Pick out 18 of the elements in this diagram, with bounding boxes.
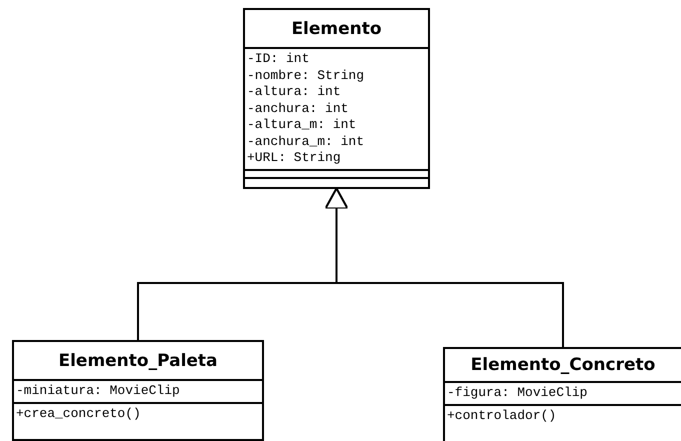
- attribute: -figura: MovieClip: [447, 385, 588, 402]
- class-box: [12, 340, 264, 441]
- class-name: Elemento: [290, 18, 383, 40]
- attribute: -anchura: int: [247, 100, 350, 117]
- class-box: [243, 8, 430, 188]
- class-name: Elemento_Concreto: [470, 354, 656, 377]
- attribute: -anchura_m: int: [247, 134, 366, 150]
- method: +crea_concreto(): [16, 406, 142, 422]
- class-box: [443, 347, 681, 441]
- attribute: +URL: String: [247, 150, 342, 166]
- attribute: -nombre: String: [247, 68, 366, 84]
- inheritance-arrow: [324, 188, 564, 347]
- attribute: -altura_m: int: [247, 117, 358, 134]
- attribute: -altura: int: [247, 84, 342, 100]
- attribute: -miniatura: MovieClip: [16, 383, 181, 400]
- method: +controlador(): [447, 408, 558, 424]
- attribute: -ID: int: [247, 51, 310, 68]
- class-name: Elemento_Paleta: [57, 350, 219, 372]
